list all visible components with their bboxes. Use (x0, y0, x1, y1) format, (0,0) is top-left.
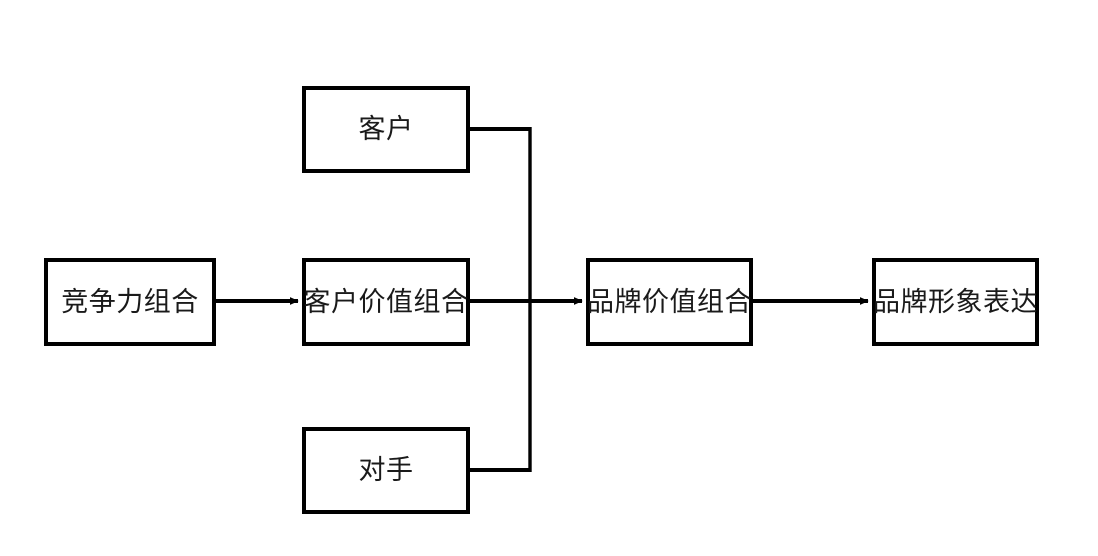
node-competitiveness[interactable]: 竞争力组合 (44, 258, 216, 346)
node-label-customer-value: 客户价值组合 (303, 286, 469, 317)
node-label-brand-image: 品牌形象表达 (873, 286, 1038, 317)
node-label-competitor: 对手 (358, 455, 414, 485)
node-competitor[interactable]: 对手 (302, 427, 470, 514)
node-brand-value[interactable]: 品牌价值组合 (586, 258, 753, 346)
node-brand-image[interactable]: 品牌形象表达 (872, 258, 1039, 346)
node-label-brand-value: 品牌价值组合 (587, 286, 752, 317)
node-customer-value[interactable]: 客户价值组合 (302, 258, 470, 346)
node-label-competitiveness: 竞争力组合 (61, 286, 199, 317)
node-customer[interactable]: 客户 (302, 86, 470, 173)
node-label-customer: 客户 (358, 114, 414, 144)
